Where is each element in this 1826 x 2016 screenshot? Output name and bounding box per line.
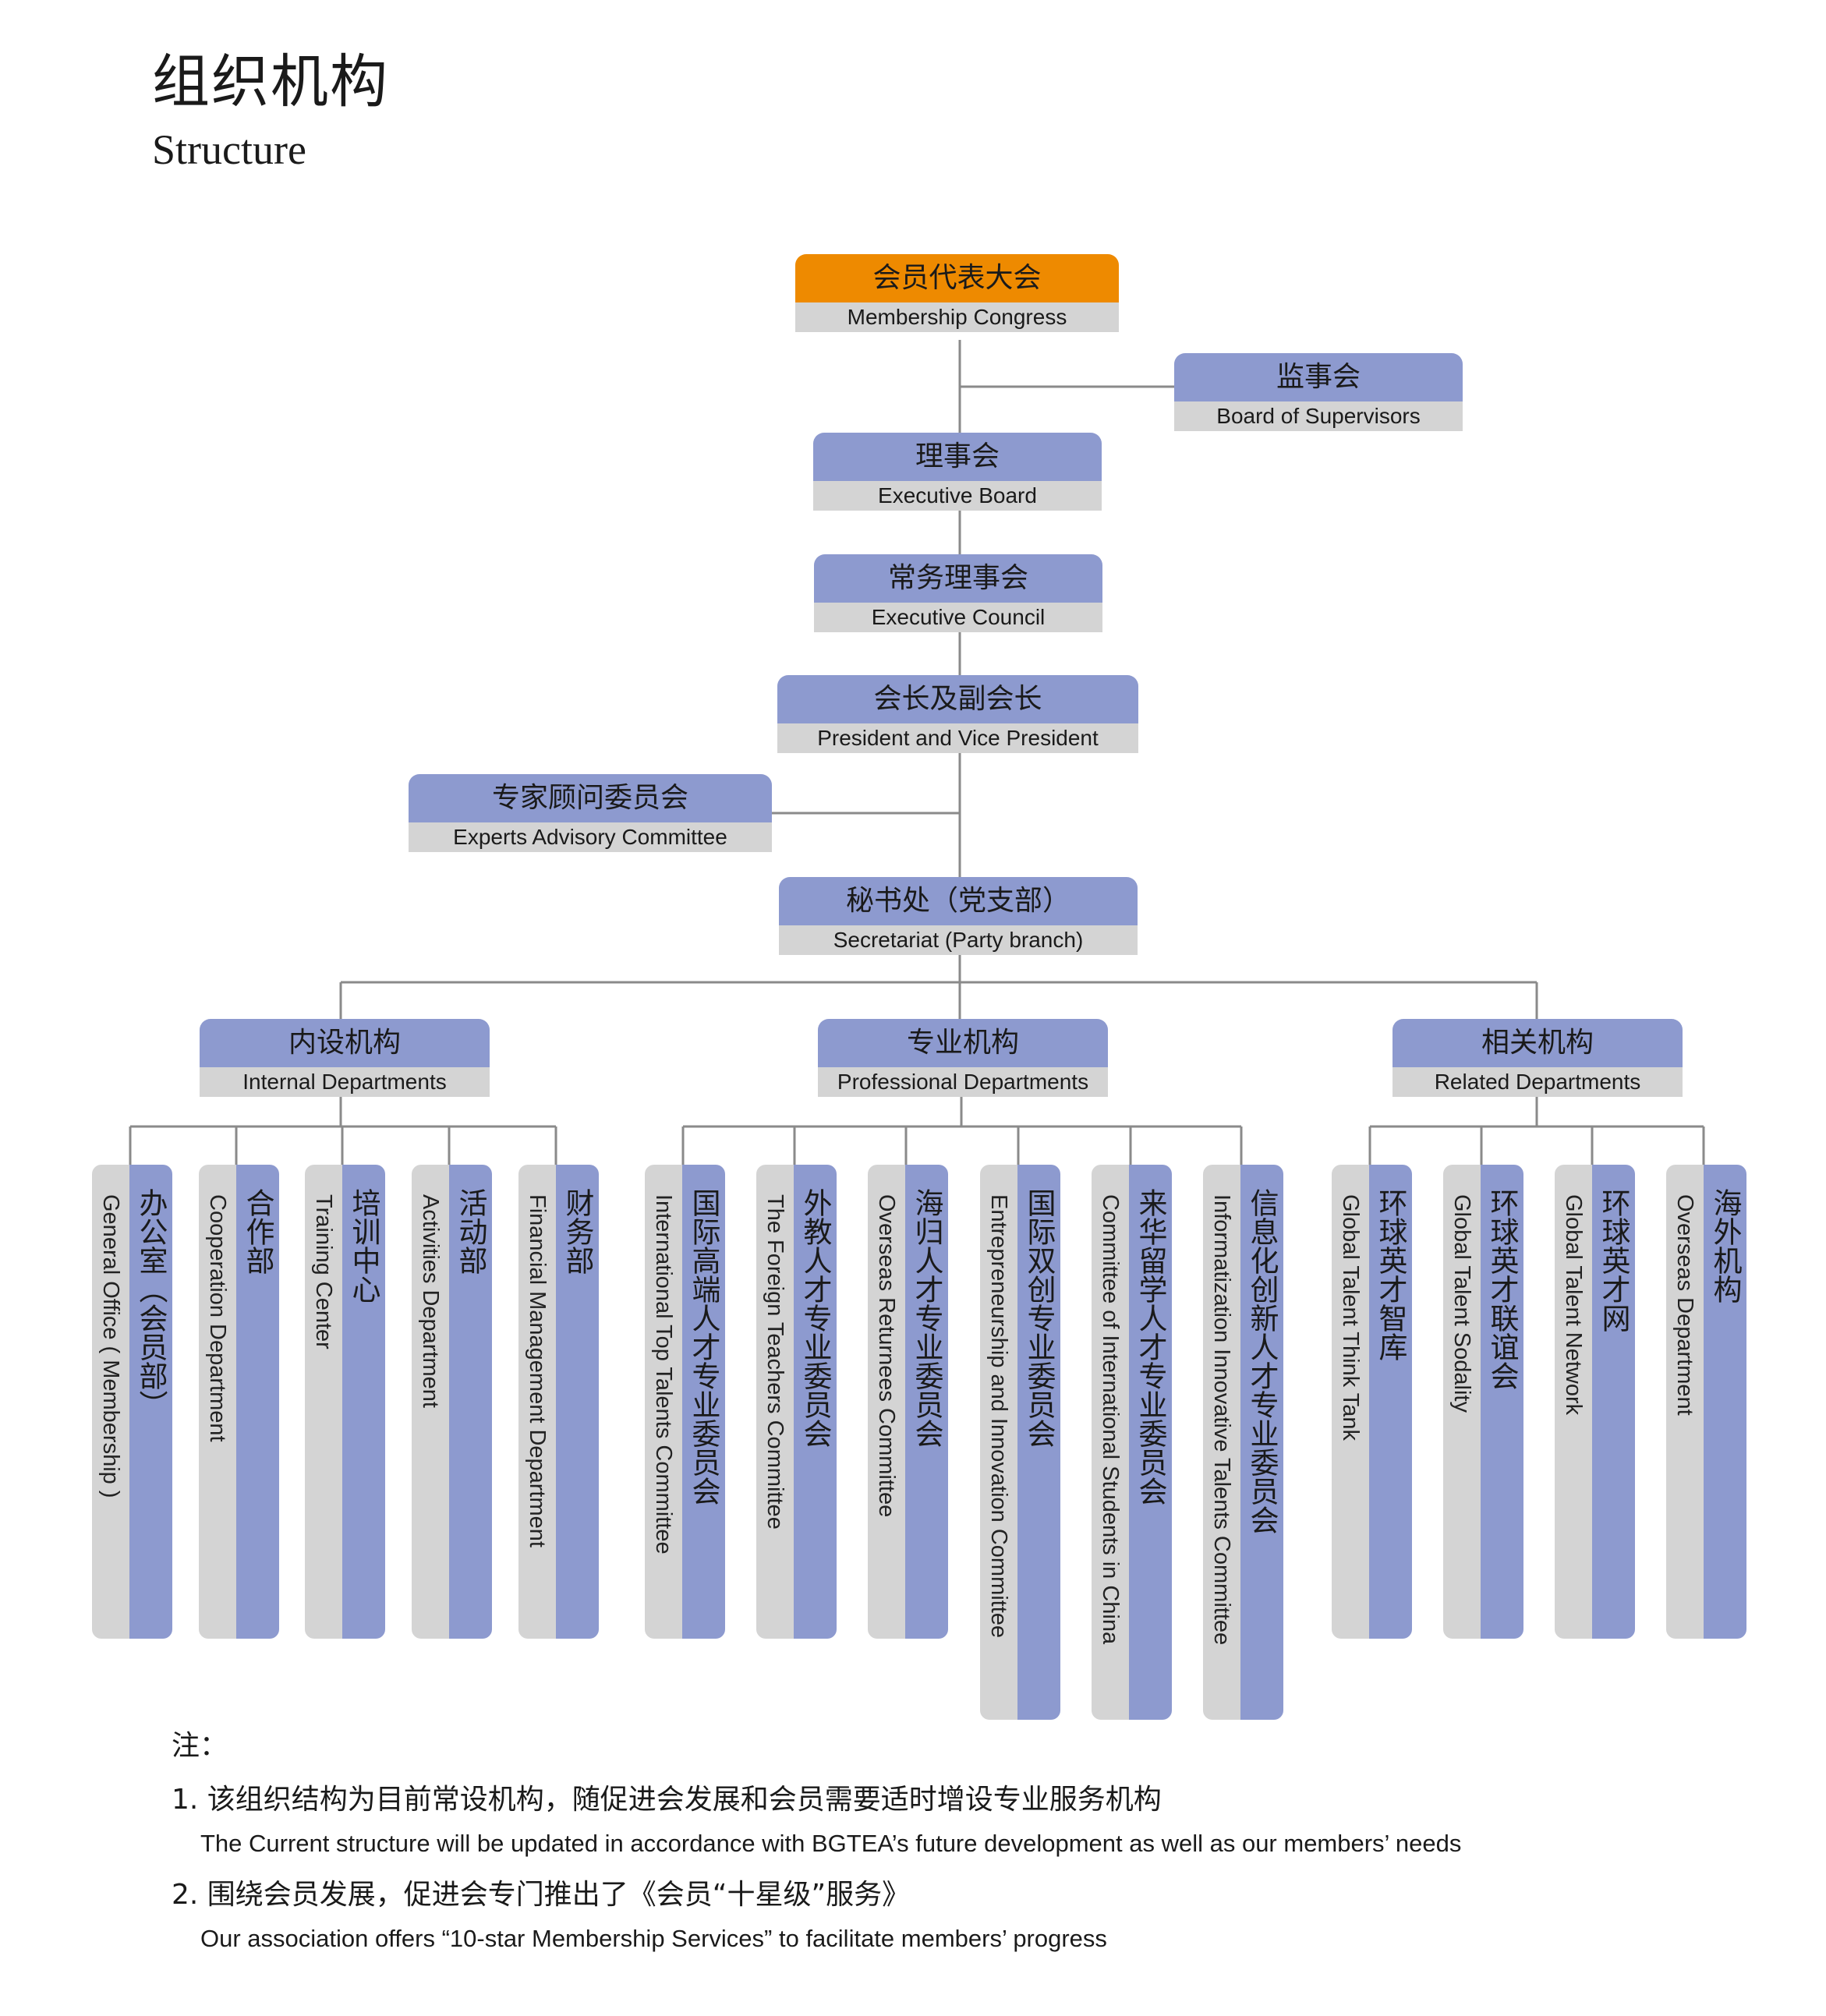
dept-label-zh: 信息化创新人才专业委员会 <box>1240 1165 1283 1720</box>
dept-label-zh: 海外机构 <box>1704 1165 1746 1639</box>
dept-financial: Financial Management Department 财务部 <box>518 1165 599 1639</box>
node-professional-departments: 专业机构 Professional Departments <box>818 1019 1108 1097</box>
dept-label-en: Global Talent Network <box>1555 1165 1592 1639</box>
node-president: 会长及副会长 President and Vice President <box>777 675 1138 753</box>
dept-informatization: Informatization Innovative Talents Commi… <box>1203 1165 1283 1720</box>
node-label-en: Executive Board <box>813 481 1102 511</box>
node-label-zh: 理事会 <box>813 433 1102 481</box>
dept-label-en: Global Talent Think Tank <box>1332 1165 1369 1639</box>
dept-global-talent-sodality: Global Talent Sodality 环球英才联谊会 <box>1443 1165 1523 1639</box>
node-label-zh: 相关机构 <box>1393 1019 1683 1067</box>
node-membership-congress: 会员代表大会 Membership Congress <box>795 254 1119 332</box>
node-label-en: Professional Departments <box>818 1067 1108 1097</box>
dept-label-en: Overseas Department <box>1666 1165 1704 1639</box>
dept-cooperation: Cooperation Department 合作部 <box>199 1165 279 1639</box>
node-internal-departments: 内设机构 Internal Departments <box>200 1019 490 1097</box>
page-subtitle: Structure <box>152 126 306 173</box>
dept-label-en: International Top Talents Committee <box>645 1165 682 1639</box>
dept-label-en: Committee of International Students in C… <box>1092 1165 1129 1720</box>
node-label-en: Experts Advisory Committee <box>409 822 772 852</box>
dept-label-en: Activities Department <box>412 1165 449 1639</box>
dept-label-zh: 环球英才联谊会 <box>1481 1165 1523 1639</box>
dept-label-en: Global Talent Sodality <box>1443 1165 1481 1639</box>
node-label-zh: 内设机构 <box>200 1019 490 1067</box>
dept-overseas-returnees: Overseas Returnees Committee 海归人才专业委员会 <box>868 1165 948 1639</box>
dept-label-en: Financial Management Department <box>518 1165 556 1639</box>
note-item-zh: 1. 该组织结构为目前常设机构，随促进会发展和会员需要适时增设专业服务机构 <box>172 1784 1162 1816</box>
node-label-en: Secretariat (Party branch) <box>779 925 1138 955</box>
node-label-zh: 会长及副会长 <box>777 675 1138 723</box>
dept-international-top-talents: International Top Talents Committee 国际高端… <box>645 1165 725 1639</box>
dept-international-students: Committee of International Students in C… <box>1092 1165 1172 1720</box>
node-label-zh: 秘书处（党支部） <box>779 877 1138 925</box>
dept-global-talent-think-tank: Global Talent Think Tank 环球英才智库 <box>1332 1165 1412 1639</box>
dept-label-en: Cooperation Department <box>199 1165 236 1639</box>
node-secretariat: 秘书处（党支部） Secretariat (Party branch) <box>779 877 1138 955</box>
dept-label-en: Entrepreneurship and Innovation Committe… <box>980 1165 1017 1720</box>
dept-label-zh: 合作部 <box>236 1165 279 1639</box>
node-label-en: Board of Supervisors <box>1174 401 1463 431</box>
node-board-of-supervisors: 监事会 Board of Supervisors <box>1174 353 1463 431</box>
dept-label-zh: 环球英才网 <box>1592 1165 1635 1639</box>
dept-label-en: The Foreign Teachers Committee <box>756 1165 794 1639</box>
dept-label-zh: 活动部 <box>449 1165 492 1639</box>
node-label-en: Related Departments <box>1393 1067 1683 1097</box>
dept-label-zh: 办公室（会员部） <box>129 1165 172 1639</box>
dept-label-zh: 国际双创专业委员会 <box>1017 1165 1060 1720</box>
dept-training-center: Training Center 培训中心 <box>305 1165 385 1639</box>
dept-label-zh: 财务部 <box>556 1165 599 1639</box>
node-related-departments: 相关机构 Related Departments <box>1393 1019 1683 1097</box>
dept-overseas: Overseas Department 海外机构 <box>1666 1165 1746 1639</box>
node-label-zh: 专业机构 <box>818 1019 1108 1067</box>
dept-foreign-teachers: The Foreign Teachers Committee 外教人才专业委员会 <box>756 1165 837 1639</box>
node-executive-council: 常务理事会 Executive Council <box>814 554 1102 632</box>
note-item-en: Our association offers “10-star Membersh… <box>200 1925 1107 1952</box>
dept-label-zh: 国际高端人才专业委员会 <box>682 1165 725 1639</box>
node-label-en: Membership Congress <box>795 302 1119 332</box>
dept-label-en: Training Center <box>305 1165 342 1639</box>
node-label-zh: 专家顾问委员会 <box>409 774 772 822</box>
node-label-zh: 监事会 <box>1174 353 1463 401</box>
note-item-zh: 2. 围绕会员发展，促进会专门推出了《会员“十星级”服务》 <box>172 1879 911 1911</box>
node-label-zh: 常务理事会 <box>814 554 1102 603</box>
node-label-en: Executive Council <box>814 603 1102 632</box>
dept-label-en: Overseas Returnees Committee <box>868 1165 905 1639</box>
node-executive-board: 理事会 Executive Board <box>813 433 1102 511</box>
node-label-en: President and Vice President <box>777 723 1138 753</box>
dept-label-zh: 外教人才专业委员会 <box>794 1165 837 1639</box>
dept-entrepreneurship-innovation: Entrepreneurship and Innovation Committe… <box>980 1165 1060 1720</box>
dept-global-talent-network: Global Talent Network 环球英才网 <box>1555 1165 1635 1639</box>
dept-activities: Activities Department 活动部 <box>412 1165 492 1639</box>
notes-heading: 注： <box>172 1730 228 1762</box>
note-item-en: The Current structure will be updated in… <box>200 1830 1462 1857</box>
node-label-en: Internal Departments <box>200 1067 490 1097</box>
notes-section: 注： 1. 该组织结构为目前常设机构，随促进会发展和会员需要适时增设专业服务机构… <box>172 1727 1731 1956</box>
dept-label-en: Informatization Innovative Talents Commi… <box>1203 1165 1240 1720</box>
dept-general-office: General Office ( Membership ) 办公室（会员部） <box>92 1165 172 1639</box>
node-experts-advisory: 专家顾问委员会 Experts Advisory Committee <box>409 774 772 852</box>
dept-label-zh: 培训中心 <box>342 1165 385 1639</box>
dept-label-zh: 环球英才智库 <box>1369 1165 1412 1639</box>
dept-label-zh: 海归人才专业委员会 <box>905 1165 948 1639</box>
page-title: 组织机构 <box>152 48 389 115</box>
node-label-zh: 会员代表大会 <box>795 254 1119 302</box>
dept-label-zh: 来华留学人才专业委员会 <box>1129 1165 1172 1720</box>
dept-label-en: General Office ( Membership ) <box>92 1165 129 1639</box>
